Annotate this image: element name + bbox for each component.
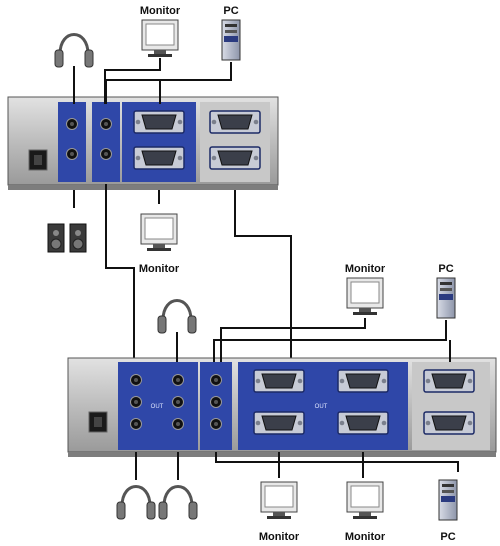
headphones-icon [53, 33, 95, 69]
mid-monitor-label: Monitor [139, 263, 180, 275]
audio-jack-icon [172, 396, 184, 408]
audio-jack-icon [100, 118, 112, 130]
audio-jack-icon [210, 374, 222, 386]
vga-port-icon [337, 411, 389, 435]
headphones-icon [115, 485, 157, 521]
audio-jack-icon [172, 418, 184, 430]
bottom-cables [135, 318, 459, 480]
bottom-out-label-2: OUT [315, 404, 328, 410]
audio-jack-icon [130, 374, 142, 386]
power-socket-top [28, 149, 48, 171]
monitor-icon [140, 213, 178, 252]
right-pc-label: PC [438, 263, 453, 275]
audio-jack-icon [66, 148, 78, 160]
vga-port-icon [133, 110, 185, 134]
vga-port-icon [209, 146, 261, 170]
bottom-monitor-1-label: Monitor [259, 531, 300, 543]
pc-icon [436, 277, 456, 319]
audio-jack-icon [100, 148, 112, 160]
vga-port-icon [209, 110, 261, 134]
bottom-monitor-2-label: Monitor [345, 531, 386, 543]
audio-jack-icon [172, 374, 184, 386]
audio-jack-icon [130, 396, 142, 408]
top-monitor-label: Monitor [140, 5, 181, 17]
headphones-icon [157, 485, 199, 521]
audio-jack-icon [130, 418, 142, 430]
bottom-switch: OUT OUT [67, 357, 497, 457]
audio-jack-icon [66, 118, 78, 130]
vga-port-icon [337, 369, 389, 393]
right-monitor-label: Monitor [345, 263, 386, 275]
speaker-icon [69, 223, 87, 253]
vga-port-icon [253, 411, 305, 435]
top-switch [7, 96, 279, 190]
vga-port-icon [253, 369, 305, 393]
audio-jack-icon [210, 396, 222, 408]
monitor-icon [346, 481, 384, 520]
monitor-icon [141, 19, 179, 58]
audio-jack-icon [210, 418, 222, 430]
monitor-icon [346, 277, 384, 316]
bottom-out-label: OUT [151, 404, 164, 410]
pc-icon [438, 479, 458, 521]
monitor-icon [260, 481, 298, 520]
bottom-pc-label: PC [440, 531, 455, 543]
pc-icon [221, 19, 241, 61]
vga-port-icon [423, 369, 475, 393]
top-pc-label: PC [223, 5, 238, 17]
headphones-icon [156, 299, 198, 335]
top-cables [73, 58, 292, 358]
speaker-icon [47, 223, 65, 253]
vga-port-icon [133, 146, 185, 170]
vga-port-icon [423, 411, 475, 435]
power-socket-bottom [88, 411, 108, 433]
